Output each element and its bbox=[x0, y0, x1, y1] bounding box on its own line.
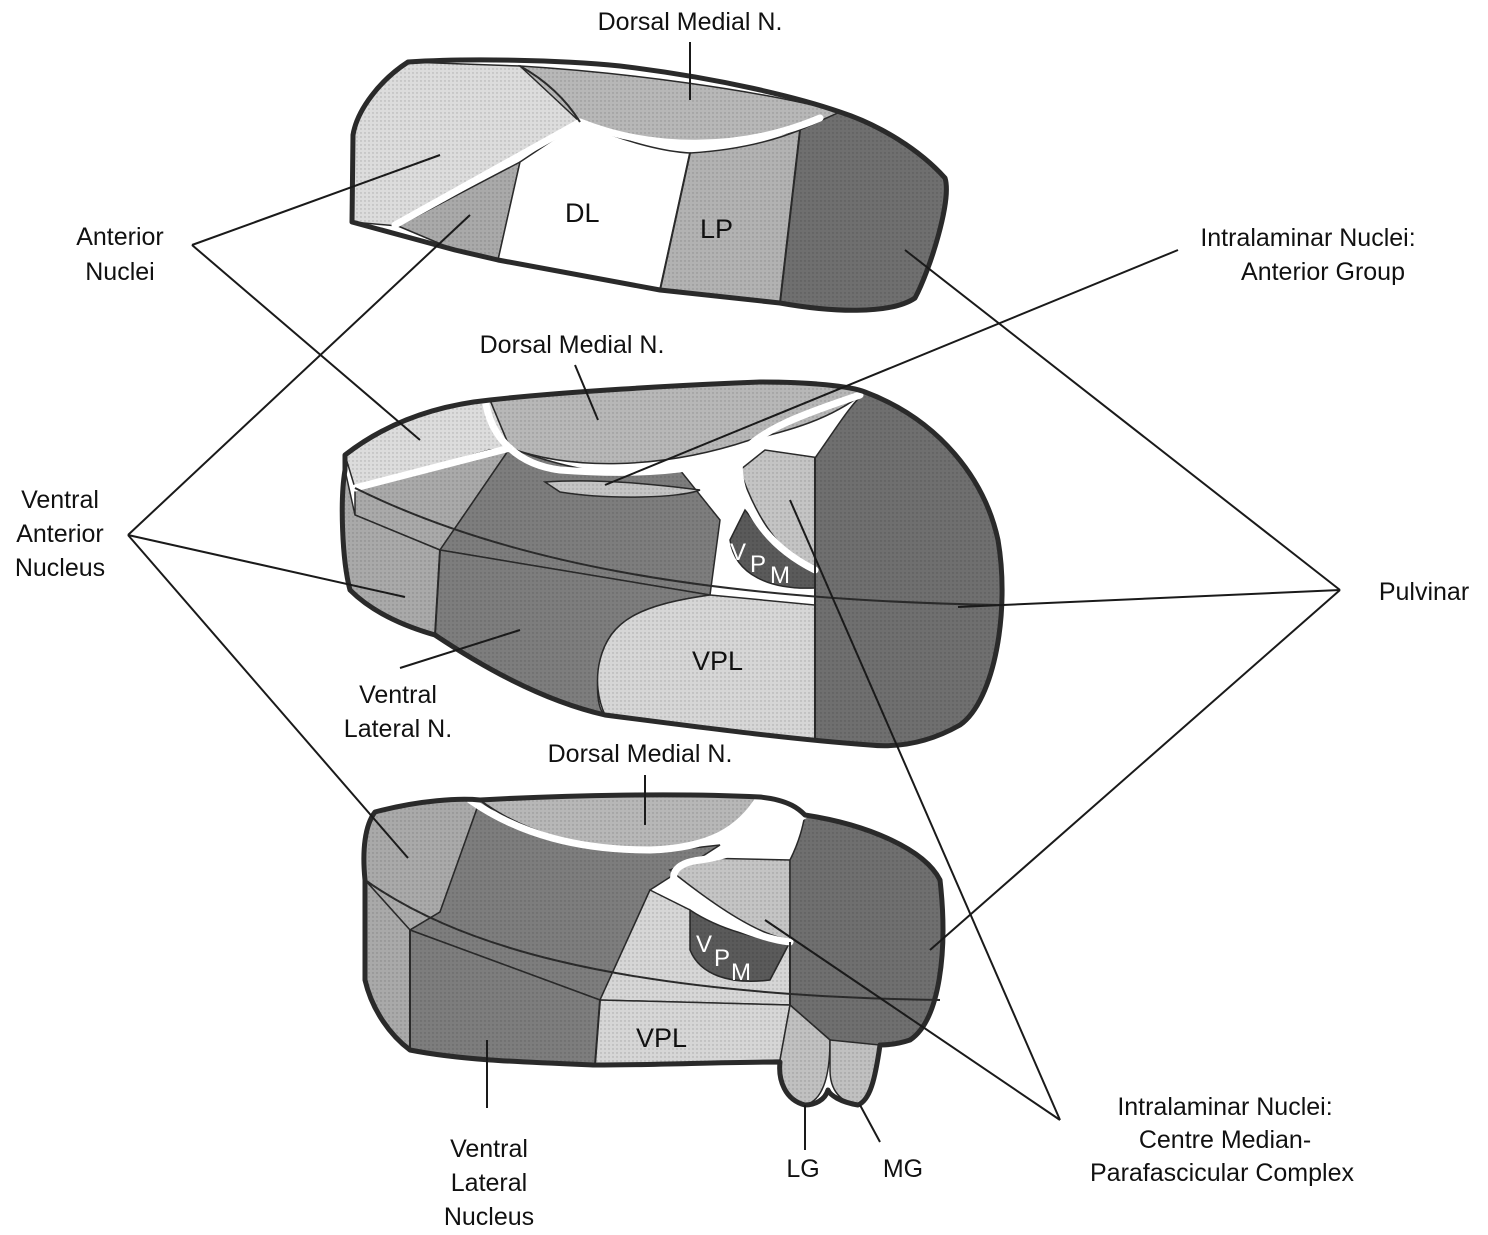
top-section: DL LP bbox=[349, 57, 949, 313]
mid-vpl-label: VPL bbox=[692, 646, 743, 676]
leader-ila bbox=[604, 249, 1179, 486]
ventral-anterior-label-3: Nucleus bbox=[15, 554, 105, 582]
bot-mg-region-stipple bbox=[830, 1040, 880, 1105]
top-dl-label: DL bbox=[565, 198, 600, 228]
mid-va-side-region-stipple bbox=[342, 470, 440, 635]
anterior-nuclei-label-1: Anterior bbox=[76, 223, 164, 251]
dorsal-medial-bot-label: Dorsal Medial N. bbox=[548, 740, 733, 768]
anterior-nuclei-label-2: Nuclei bbox=[85, 258, 154, 286]
mid-gap bbox=[351, 391, 864, 574]
top-lp-label: LP bbox=[700, 214, 733, 244]
leader-va-top bbox=[127, 214, 471, 536]
leader-cm-bot bbox=[764, 919, 1061, 1121]
ventral-anterior-label-1: Ventral bbox=[21, 486, 99, 514]
top-anterior-region-stipple bbox=[352, 62, 595, 226]
leader-cm-mid bbox=[789, 499, 1061, 1121]
bottom-section: VPL V P M bbox=[361, 792, 946, 1108]
bot-lg-region-stipple bbox=[779, 1005, 830, 1105]
bot-vpl-side-region-stipple bbox=[595, 1000, 790, 1065]
lg-label: LG bbox=[786, 1155, 819, 1183]
mid-small-il-region-stipple bbox=[545, 480, 700, 498]
mid-vpm-region-stipple bbox=[730, 510, 815, 589]
pulvinar-label: Pulvinar bbox=[1379, 578, 1469, 606]
leader-va-mid bbox=[127, 534, 406, 598]
leader-anterior-mid bbox=[191, 244, 421, 441]
intralaminar-cm-label-3: Parafascicular Complex bbox=[1090, 1159, 1354, 1187]
middle-section: VPL V P M bbox=[339, 379, 1005, 749]
leader-pulv-bot bbox=[929, 589, 1341, 951]
bot-vpm-m: M bbox=[731, 959, 751, 986]
intralaminar-cm-label-1: Intralaminar Nuclei: bbox=[1117, 1093, 1332, 1121]
ventral-lateral-n-label-2: Lateral N. bbox=[344, 715, 452, 743]
mid-outline bbox=[339, 379, 1005, 749]
dorsal-medial-top-label: Dorsal Medial N. bbox=[598, 8, 783, 36]
top-va-region-stipple bbox=[398, 162, 520, 260]
leader-anterior-top bbox=[191, 154, 441, 246]
labels: Dorsal Medial N. Dorsal Medial N. Dorsal… bbox=[15, 8, 1469, 1231]
top-dorsal-medial-region-stipple bbox=[520, 66, 840, 145]
bot-vpl-top-region-stipple bbox=[600, 890, 790, 1005]
ventral-lateral-nucleus-label-2: Lateral bbox=[451, 1169, 527, 1197]
mid-vpm-p: P bbox=[750, 551, 766, 578]
ventral-lateral-nucleus-label-1: Ventral bbox=[450, 1135, 528, 1163]
mid-dorsal-medial-region-stipple bbox=[490, 382, 865, 464]
bot-pulvinar-region-stipple bbox=[790, 815, 943, 1045]
leader-pulv-mid bbox=[957, 589, 1341, 608]
ventral-anterior-label-2: Anterior bbox=[16, 520, 104, 548]
bot-vpm-p: P bbox=[714, 945, 730, 972]
leader-lines bbox=[127, 42, 1341, 1150]
ventral-lateral-nucleus-label-3: Nucleus bbox=[444, 1203, 534, 1231]
bot-vpl-label: VPL bbox=[636, 1023, 687, 1053]
mid-vpm-v: V bbox=[730, 539, 746, 566]
bot-intralaminar-region-stipple bbox=[670, 858, 790, 940]
leader-dm-mid bbox=[574, 364, 599, 421]
mid-intralaminar-region-stipple bbox=[740, 450, 820, 570]
intralaminar-cm-label-2: Centre Median- bbox=[1139, 1126, 1311, 1154]
ventral-lateral-n-label-1: Ventral bbox=[359, 681, 437, 709]
top-outline bbox=[349, 57, 949, 313]
bot-vl-side-region-stipple bbox=[410, 930, 600, 1065]
leader-pulv-top bbox=[904, 249, 1341, 591]
top-lp-region-stipple bbox=[660, 130, 800, 303]
intralaminar-anterior-label-2: Anterior Group bbox=[1241, 258, 1405, 286]
bot-gap bbox=[466, 793, 809, 946]
mid-va-top-region-stipple bbox=[355, 448, 510, 550]
bot-vpm-region-stipple bbox=[690, 910, 790, 982]
leader-vl-mid bbox=[399, 629, 521, 669]
mid-pulvinar-region-stipple bbox=[815, 392, 1003, 746]
top-gap bbox=[391, 114, 824, 229]
dorsal-medial-mid-label: Dorsal Medial N. bbox=[480, 331, 665, 359]
bot-outline bbox=[361, 792, 946, 1108]
top-pulvinar-region-stipple bbox=[780, 112, 946, 310]
mid-vpl-region-stipple bbox=[597, 595, 815, 740]
mid-anterior-region-stipple bbox=[345, 400, 510, 488]
bot-vpm-v: V bbox=[696, 931, 712, 958]
intralaminar-anterior-label-1: Intralaminar Nuclei: bbox=[1200, 224, 1415, 252]
leader-mg bbox=[859, 1104, 881, 1143]
leader-va-bot bbox=[127, 534, 409, 859]
mg-label: MG bbox=[883, 1155, 923, 1183]
mid-vpm-m: M bbox=[770, 562, 790, 589]
